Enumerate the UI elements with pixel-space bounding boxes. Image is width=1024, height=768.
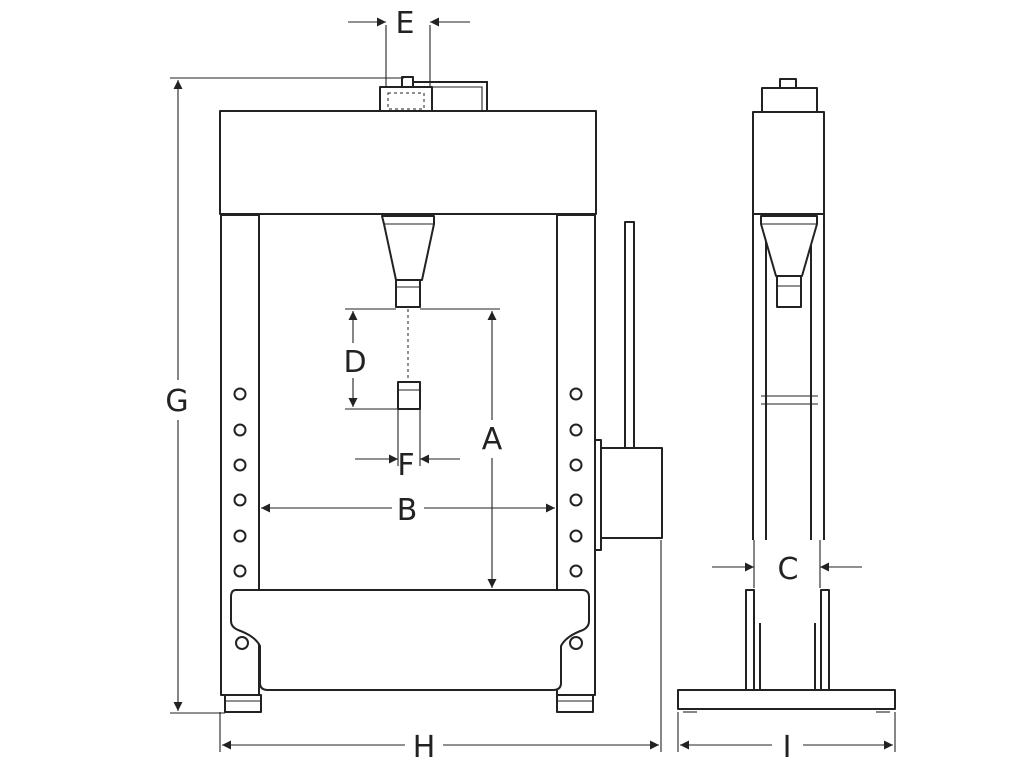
bed-pin-right [569,636,583,650]
column-hole [233,423,247,437]
ram-tip [395,279,421,308]
dim-label-d: D [343,345,366,380]
column-hole [569,493,583,507]
left-foot [224,694,262,713]
column-hole [233,493,247,507]
anvil-block [397,381,421,410]
column-hole [569,423,583,437]
dim-label-b: B [397,493,418,528]
dim-label-i: I [783,730,792,765]
pump-body [600,447,663,539]
dim-label-a: A [482,422,503,457]
side-ram-cone [760,215,818,277]
press-bed [230,589,590,691]
front-view [219,76,663,713]
hydraulic-pipe-inner [413,86,483,111]
side-upright-right [820,589,830,691]
dim-label-h: H [413,730,436,765]
dimension-labels: E G D A F B C H I [165,6,798,765]
top-beam [219,110,597,215]
side-upright-left [745,589,755,691]
dim-label-e: E [396,6,415,41]
dim-label-f: F [397,448,414,483]
dim-label-c: C [778,552,799,587]
side-cylinder [761,87,818,113]
side-view [677,78,896,713]
side-ram-tip [776,275,802,308]
side-top-beam [752,111,825,215]
column-hole [569,564,583,578]
column-hole [569,458,583,472]
dimensions [170,17,896,752]
right-column-holes [569,387,583,578]
column-hole [233,529,247,543]
hydraulic-pipe [413,81,488,111]
ram-cone [381,215,435,281]
column-hole [569,387,583,401]
side-cylinder-cap [779,78,797,89]
side-base [677,689,896,710]
top-cylinder-hidden [387,92,425,110]
column-hole [233,564,247,578]
pump-lever [624,221,635,449]
column-hole [569,529,583,543]
column-hole [233,458,247,472]
right-foot [556,694,594,713]
dim-label-g: G [165,384,188,419]
left-column-holes [233,387,247,578]
column-hole [233,387,247,401]
bed-pin-left [235,636,249,650]
